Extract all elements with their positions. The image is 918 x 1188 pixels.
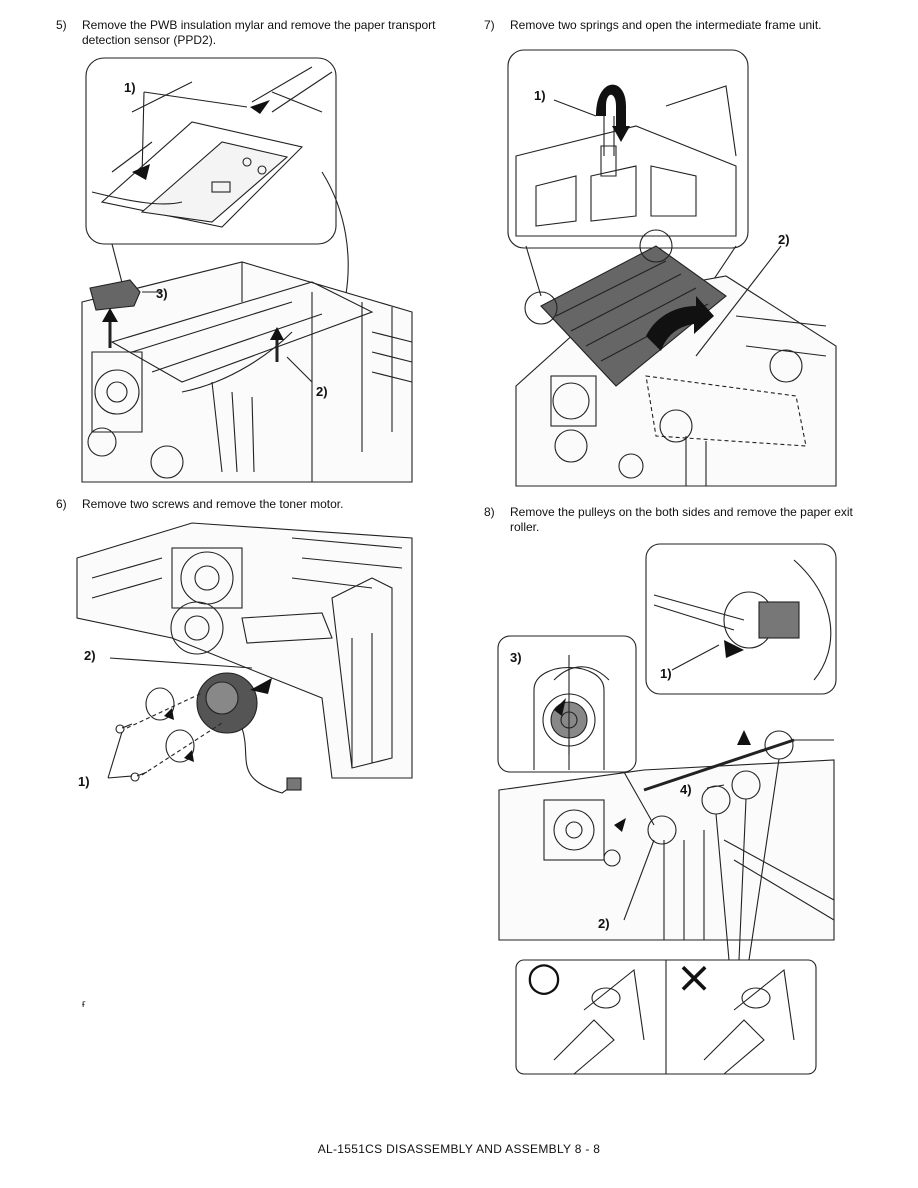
callout-1: 1) [534, 88, 546, 103]
callout-2: 2) [316, 384, 328, 399]
callout-3: 3) [510, 650, 522, 665]
callout-1: 1) [78, 774, 90, 789]
step-text: Remove the pulleys on the both sides and… [510, 505, 853, 534]
step-number: 7) [484, 18, 495, 32]
step-number: 6) [56, 497, 67, 511]
callout-3: 3) [156, 286, 168, 301]
step-8-illustration: 3) 1) 4) 2) ○ × [497, 543, 837, 1075]
callout-4: 4) [680, 782, 692, 797]
step-text: Remove the PWB insulation mylar and remo… [82, 18, 436, 47]
stray-mark: ғ [82, 999, 86, 1010]
callout-1: 1) [124, 80, 136, 95]
step-text: Remove two screws and remove the toner m… [82, 497, 344, 511]
correct-mark: ○ [527, 954, 562, 1000]
incorrect-mark: × [676, 952, 713, 1003]
callout-2: 2) [84, 648, 96, 663]
step-6-illustration: 2) 1) [76, 522, 413, 794]
step-5-illustration: 1) 3) 2) [81, 57, 413, 483]
callout-2: 2) [778, 232, 790, 247]
step-text: Remove two springs and open the intermed… [510, 18, 822, 32]
step-number: 8) [484, 505, 495, 519]
callout-2: 2) [598, 916, 610, 931]
step-number: 5) [56, 18, 67, 32]
page-footer: AL-1551CS DISASSEMBLY AND ASSEMBLY 8 - 8 [317, 1142, 601, 1156]
step-7-illustration: 1) 2) [507, 49, 837, 487]
callout-1: 1) [660, 666, 672, 681]
